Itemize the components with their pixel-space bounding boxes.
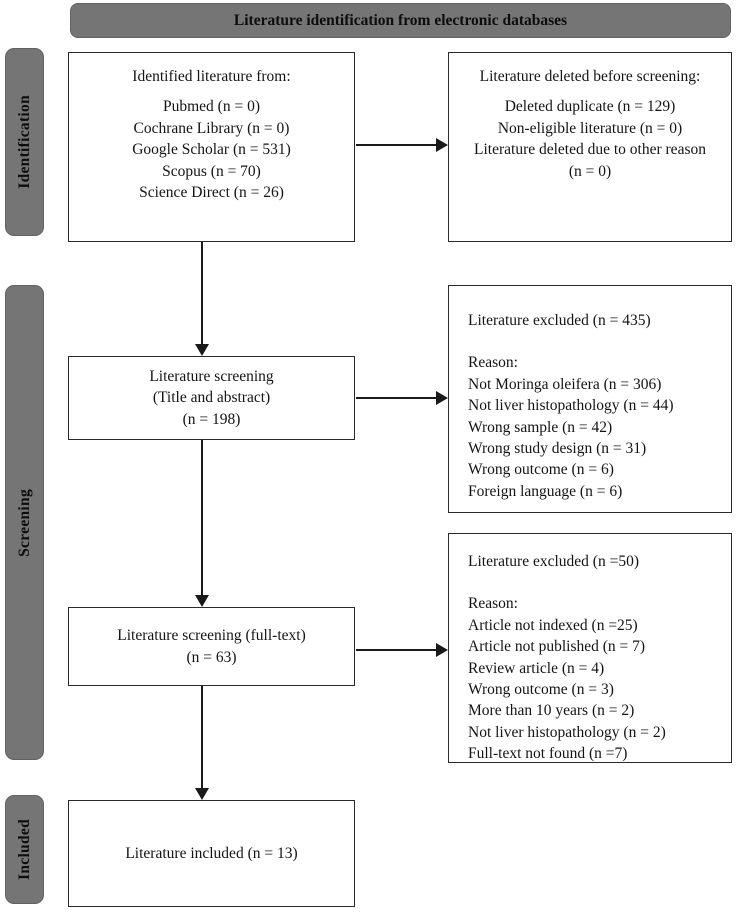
excluded-ta-reason-label: Reason: xyxy=(468,354,518,372)
arrow-screening-ta-to-full-text xyxy=(195,440,209,607)
screening-ta-line: (n = 198) xyxy=(182,410,241,428)
stage-label-included: Included xyxy=(15,819,33,880)
box-screening-title-abstract: Literature screening (Title and abstract… xyxy=(68,356,355,440)
box-excluded-title-abstract: Literature excluded (n = 435) Reason: No… xyxy=(448,285,732,513)
box-deleted-before-screening: Literature deleted before screening: Del… xyxy=(448,52,732,242)
arrow-screening-ta-to-excluded xyxy=(356,391,448,405)
arrow-full-text-to-excluded xyxy=(356,643,448,657)
arrow-full-text-to-included xyxy=(195,686,209,800)
box-excluded-full-text: Literature excluded (n =50) Reason: Arti… xyxy=(448,533,732,763)
box-literature-included: Literature included (n = 13) xyxy=(68,800,355,907)
arrow-line xyxy=(201,242,203,344)
deleted-line: Literature deleted due to other reason (… xyxy=(474,141,706,180)
excluded-ft-line: More than 10 years (n = 2) xyxy=(468,702,635,720)
box-screening-full-text: Literature screening (full-text) (n = 63… xyxy=(68,607,355,686)
screening-ft-line: (n = 63) xyxy=(186,648,237,666)
arrowhead-down-icon xyxy=(195,595,209,607)
excluded-ft-line: Wrong outcome (n = 3) xyxy=(468,680,614,698)
identified-line: Science Direct (n = 26) xyxy=(139,183,284,201)
identified-title: Identified literature from: xyxy=(132,68,291,85)
arrowhead-down-icon xyxy=(195,344,209,356)
title-banner: Literature identification from electroni… xyxy=(70,3,731,38)
stage-bar-identification: Identification xyxy=(5,48,44,236)
identified-line: Cochrane Library (n = 0) xyxy=(133,119,290,137)
stage-bar-included: Included xyxy=(5,795,44,904)
box-identified-literature: Identified literature from: Pubmed (n = … xyxy=(68,52,355,242)
deleted-title: Literature deleted before screening: xyxy=(479,68,701,85)
excluded-ft-reason-label: Reason: xyxy=(468,595,518,613)
excluded-ta-line: Not Moringa oleifera (n = 306) xyxy=(468,375,662,393)
deleted-line: Deleted duplicate (n = 129) xyxy=(504,98,676,116)
excluded-ta-line: Foreign language (n = 6) xyxy=(468,482,623,500)
arrow-line xyxy=(201,686,203,788)
arrowhead-down-icon xyxy=(195,788,209,800)
arrow-line xyxy=(201,440,203,595)
arrowhead-right-icon xyxy=(436,643,448,657)
identified-line: Scopus (n = 70) xyxy=(162,162,261,180)
arrow-identified-to-deleted xyxy=(356,138,448,152)
excluded-ft-line: Review article (n = 4) xyxy=(468,659,605,677)
excluded-ta-line: Wrong study design (n = 31) xyxy=(468,439,647,457)
excluded-ta-line: Wrong outcome (n = 6) xyxy=(468,461,614,479)
arrow-line xyxy=(356,397,436,399)
identified-line: Pubmed (n = 0) xyxy=(163,98,260,116)
stage-bar-screening: Screening xyxy=(5,285,44,760)
screening-ta-line: (Title and abstract) xyxy=(152,389,271,407)
title-text: Literature identification from electroni… xyxy=(233,11,568,29)
stage-label-identification: Identification xyxy=(15,95,33,189)
arrow-line xyxy=(356,649,436,651)
excluded-ft-line: Not liver histopathology (n = 2) xyxy=(468,723,666,741)
excluded-ft-line: Article not indexed (n =25) xyxy=(468,616,638,634)
arrowhead-right-icon xyxy=(436,138,448,152)
excluded-ft-line: Full-text not found (n =7) xyxy=(468,745,628,762)
deleted-line: Non-eligible literature (n = 0) xyxy=(497,119,683,137)
excluded-ta-line: Wrong sample (n = 42) xyxy=(468,418,613,436)
screening-ft-line: Literature screening (full-text) xyxy=(117,627,306,645)
excluded-ft-line: Article not published (n = 7) xyxy=(468,638,646,656)
arrowhead-right-icon xyxy=(436,391,448,405)
stage-label-screening: Screening xyxy=(15,488,33,557)
excluded-ft-title: Literature excluded (n =50) xyxy=(468,553,639,570)
screening-ta-line: Literature screening xyxy=(149,367,274,385)
excluded-ta-line: Not liver histopathology (n = 44) xyxy=(468,397,674,415)
included-title: Literature included (n = 13) xyxy=(125,844,298,862)
arrow-identified-to-screening xyxy=(195,242,209,356)
arrow-line xyxy=(356,144,436,146)
excluded-ta-title: Literature excluded (n = 435) xyxy=(468,312,651,329)
identified-line: Google Scholar (n = 531) xyxy=(132,141,291,159)
